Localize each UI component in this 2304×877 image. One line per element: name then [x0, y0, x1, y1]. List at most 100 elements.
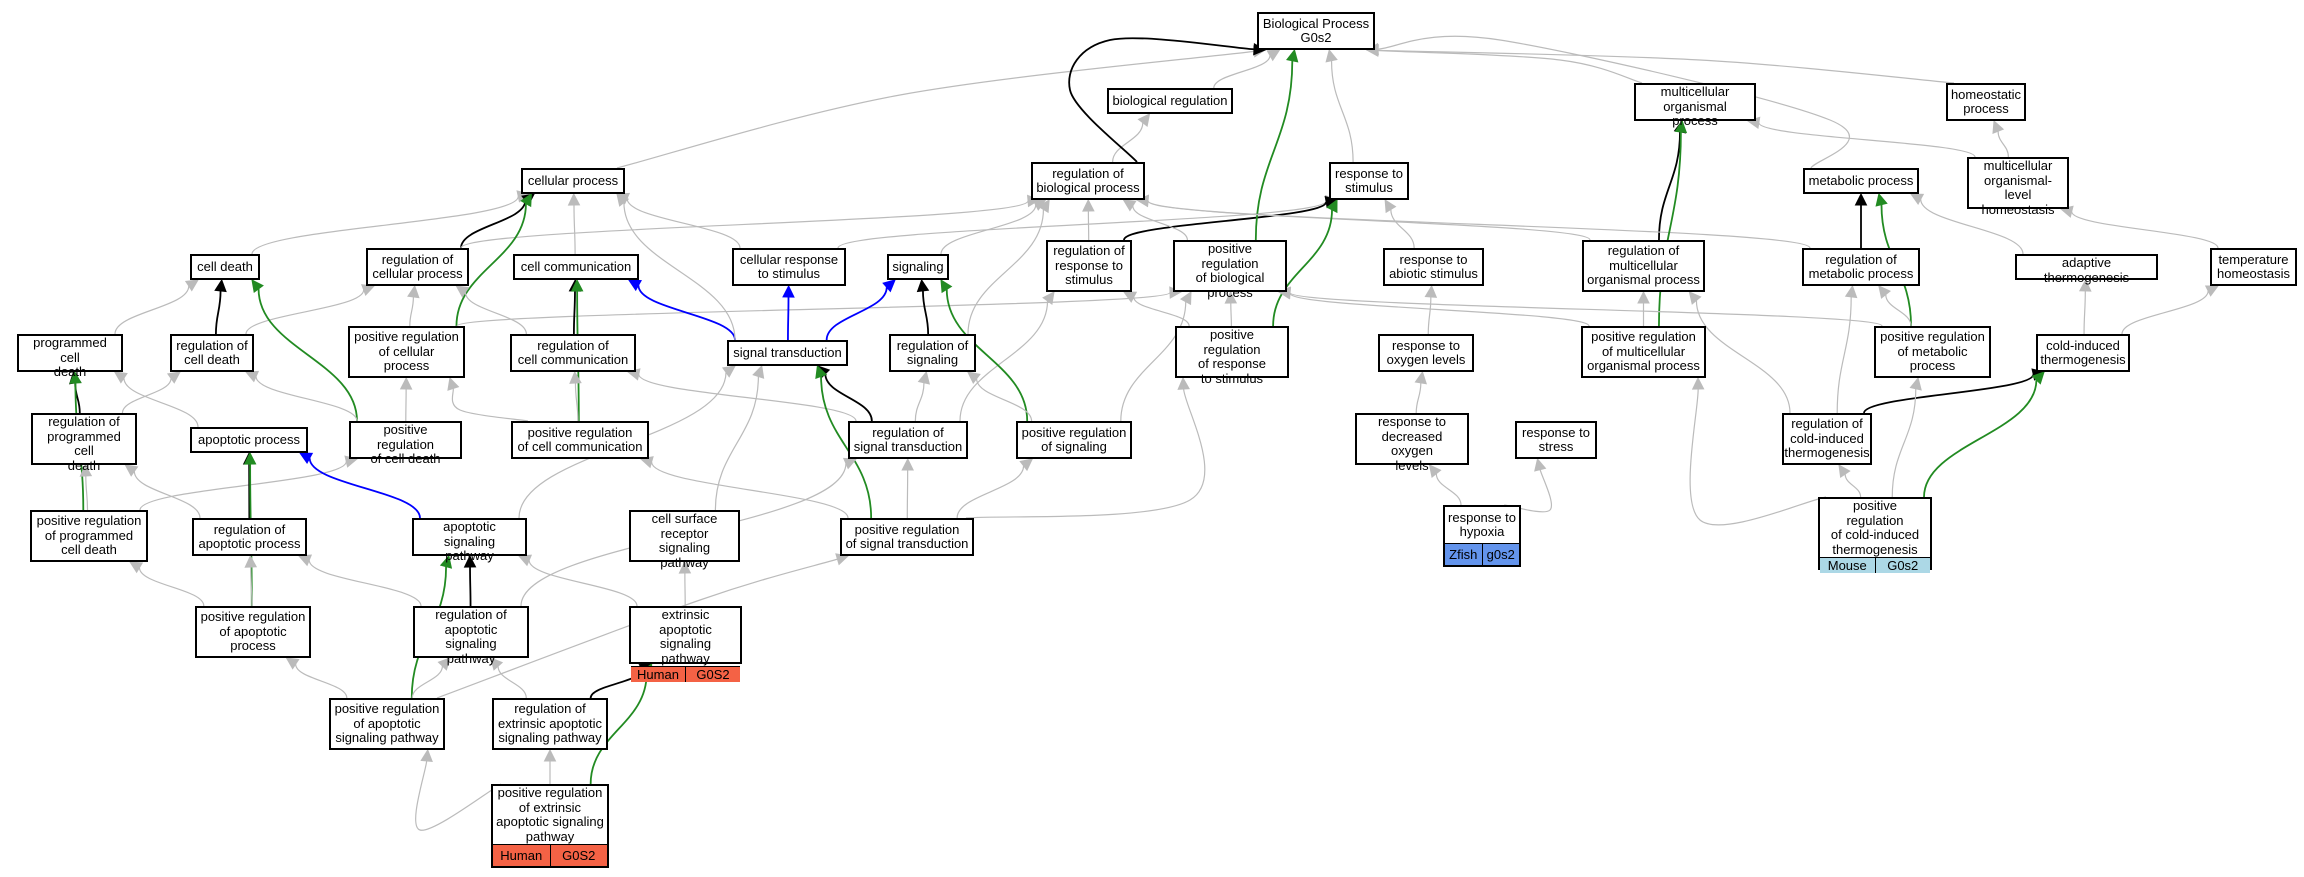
term-node-posregapopsig[interactable]: positive regulation of apoptotic signali… [329, 698, 445, 750]
term-label: positive regulation of signal transducti… [845, 521, 969, 551]
term-label: regulation of cell death [176, 337, 248, 367]
arrowhead [1875, 192, 1888, 207]
term-label: response to stimulus [1335, 165, 1403, 195]
term-node-regresp[interactable]: regulation of response to stimulus [1046, 240, 1132, 292]
term-node-cellresp[interactable]: cellular response to stimulus [732, 248, 846, 286]
term-label: positive regulation of signaling [1021, 424, 1127, 454]
edge-is-a-mohomeo-to-homeo [1997, 131, 2009, 158]
term-node-rstress[interactable]: response to stress [1515, 421, 1597, 459]
term-node-cellsurf[interactable]: cell surface receptor signaling pathway [629, 510, 740, 569]
term-label: biological regulation [1112, 92, 1228, 108]
term-node-posregpcd[interactable]: positive regulation of programmed cell d… [30, 510, 148, 562]
term-node-mohomeo[interactable]: multicellular organismal-level homeostas… [1967, 157, 2069, 216]
term-label: cellular process [527, 172, 619, 188]
term-node-regpcd[interactable]: regulation of programmed cell death [31, 413, 137, 472]
term-label: regulation of cold-induced thermogenesis [1784, 416, 1870, 461]
arrowhead [297, 554, 313, 567]
arrowhead [407, 284, 420, 299]
term-node-temphomeo[interactable]: temperature homeostasis [2210, 248, 2297, 286]
term-node-posregcelldeath[interactable]: positive regulation of cell death [349, 421, 462, 466]
arrowhead [1326, 199, 1338, 214]
term-node-regapopsig[interactable]: regulation of apoptotic signaling pathwa… [413, 606, 529, 665]
term-node-posregextapop[interactable]: positive regulation of extrinsic apoptot… [491, 784, 609, 868]
term-node-bp[interactable]: Biological Process G0s2 [1257, 12, 1375, 50]
arrowhead [244, 554, 258, 568]
edge-is-a-posregapopsig-to-regapopsig [411, 665, 444, 699]
arrowhead [1424, 284, 1438, 298]
term-node-coldthermo[interactable]: cold-induced thermogenesis [2036, 334, 2130, 372]
term-label: response to hypoxia [1448, 509, 1516, 539]
arrowhead [1266, 49, 1281, 62]
term-node-regcell[interactable]: regulation of cellular process [366, 248, 469, 286]
arrowhead [1179, 291, 1192, 306]
edge-is-a-posregsig-to-regsig [975, 378, 1033, 422]
annotation-human: Human [493, 845, 550, 866]
arrowhead [782, 284, 795, 298]
term-node-regcold[interactable]: regulation of cold-induced thermogenesis [1782, 413, 1872, 465]
term-node-posregresp[interactable]: positive regulation of response to stimu… [1175, 326, 1289, 385]
edge-regulates-regsig-to-signaling [922, 290, 930, 335]
term-node-apop[interactable]: apoptotic process [190, 427, 308, 453]
term-node-posregmulti[interactable]: positive regulation of multicellular org… [1581, 326, 1706, 378]
term-node-signaling[interactable]: signaling [887, 254, 949, 280]
term-node-posregmetab[interactable]: positive regulation of metabolic process [1874, 326, 1991, 378]
arrowhead [463, 554, 477, 568]
term-node-posregcell[interactable]: positive regulation of cellular process [348, 326, 465, 378]
arrowhead [567, 192, 581, 206]
arrowhead [129, 561, 144, 574]
arrowhead [1878, 285, 1891, 299]
term-node-celldeath[interactable]: cell death [190, 254, 260, 280]
term-node-regapop[interactable]: regulation of apoptotic process [192, 518, 307, 556]
edge-is-a-rstim-to-bp [1330, 60, 1354, 163]
term-node-rabiotic[interactable]: response to abiotic stimulus [1383, 248, 1484, 286]
term-node-regcelldeath[interactable]: regulation of cell death [170, 334, 254, 372]
term-node-homeo[interactable]: homeostatic process [1946, 83, 2026, 121]
term-node-regsig[interactable]: regulation of signaling [889, 334, 976, 372]
term-node-regmetab[interactable]: regulation of metabolic process [1802, 248, 1920, 286]
edge-positively-regulates-posregextapop-to-extapop [589, 673, 648, 785]
term-node-posregsig[interactable]: positive regulation of signaling [1016, 421, 1132, 459]
term-label: multicellular organismal-level homeostas… [1981, 158, 2055, 217]
term-node-sigtrans[interactable]: signal transduction [727, 340, 848, 366]
term-node-pcd[interactable]: programmed cell death [17, 334, 123, 379]
term-node-rstim[interactable]: response to stimulus [1329, 162, 1409, 200]
term-node-apopsig[interactable]: apoptotic signaling pathway [412, 518, 527, 563]
arrowhead [1691, 376, 1705, 390]
edge-is-a-apop-to-pcd [123, 377, 199, 428]
term-node-posregcold[interactable]: positive regulation of cold-induced ther… [1818, 497, 1932, 573]
edge-positively-regulates-posregcell-to-cellproc [455, 203, 527, 327]
arrowhead [69, 370, 82, 384]
term-node-regextapop[interactable]: regulation of extrinsic apoptotic signal… [492, 698, 608, 750]
term-node-metab[interactable]: metabolic process [1803, 168, 1919, 194]
term-node-regmulti[interactable]: regulation of multicellular organismal p… [1582, 240, 1705, 292]
term-node-multi[interactable]: multicellular organismal process [1634, 83, 1756, 128]
edge-is-a-posregapop-to-regapop [250, 566, 253, 607]
term-node-posregcellcomm[interactable]: positive regulation of cell communicatio… [511, 421, 649, 459]
term-node-posregsigtrans[interactable]: positive regulation of signal transducti… [840, 518, 974, 556]
term-node-cellproc[interactable]: cellular process [521, 168, 625, 194]
edge-is-a-signaling-to-regbio [940, 204, 1037, 255]
arrowhead [299, 452, 314, 465]
edge-is-a-regcold-to-regmetab [1836, 296, 1852, 414]
term-node-regcellcomm[interactable]: regulation of cell communication [510, 334, 636, 372]
term-label: regulation of apoptotic process [198, 521, 301, 551]
term-node-roxy[interactable]: response to oxygen levels [1378, 334, 1474, 372]
term-label: positive regulation of cellular process [354, 329, 459, 374]
arrowhead [882, 279, 896, 293]
term-node-cellcomm[interactable]: cell communication [513, 254, 639, 280]
arrowhead [1428, 464, 1442, 478]
term-node-posregapop[interactable]: positive regulation of apoptotic process [195, 606, 311, 658]
term-node-bioreg[interactable]: biological regulation [1107, 88, 1233, 114]
term-label: response to abiotic stimulus [1389, 251, 1478, 281]
term-node-adapt[interactable]: adaptive thermogenesis [2015, 254, 2158, 284]
annotation-mouse: Mouse [1820, 558, 1875, 573]
term-label: regulation of multicellular organismal p… [1587, 243, 1700, 288]
term-label: positive regulation of response to stimu… [1198, 327, 1266, 386]
term-node-regsigtrans[interactable]: regulation of signal transduction [848, 421, 968, 459]
term-node-rdecoxy[interactable]: response to decreased oxygen levels [1355, 413, 1469, 472]
term-node-regbio[interactable]: regulation of biological process [1031, 162, 1145, 200]
term-node-posregbio[interactable]: positive regulation of biological proces… [1173, 240, 1287, 299]
edge-is-a-cellsurf-to-sigtrans [714, 376, 759, 511]
